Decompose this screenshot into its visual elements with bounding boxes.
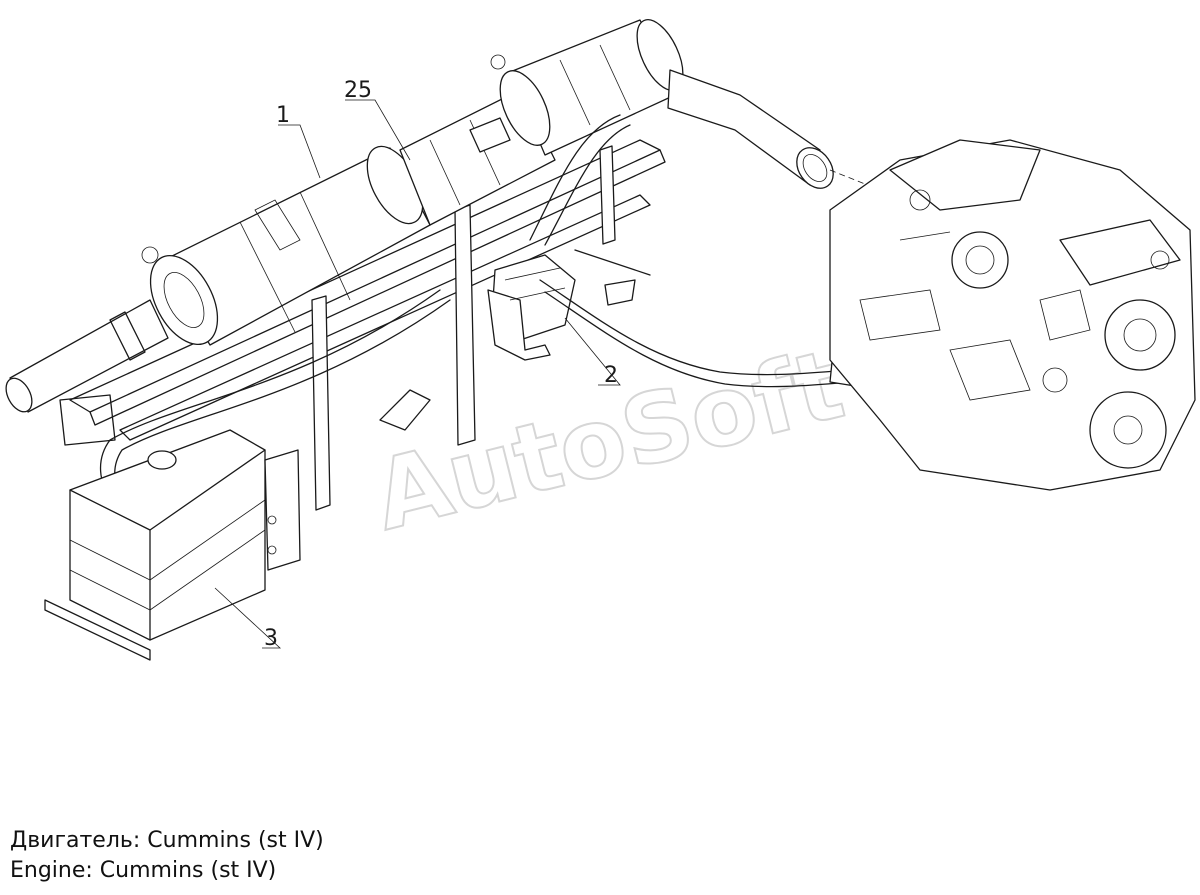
dosing-module xyxy=(487,254,636,361)
exhaust-inlet-pipe xyxy=(667,69,881,191)
callout-25: 25 xyxy=(344,78,372,103)
callout-2: 2 xyxy=(604,363,618,388)
support-frame xyxy=(59,139,666,511)
def-tank xyxy=(44,429,301,661)
cummins-engine xyxy=(829,139,1196,491)
callout-3: 3 xyxy=(264,626,278,651)
watermark: AutoSoft xyxy=(362,327,854,553)
svg-text:AutoSoft: AutoSoft xyxy=(363,328,853,552)
callout-1: 1 xyxy=(276,103,290,128)
exhaust-outlet-pipe xyxy=(5,299,169,413)
scr-catalyst xyxy=(490,19,684,156)
caption-russian: Двигатель: Cummins (st IV) xyxy=(10,828,324,853)
exhaust-aftertreatment-diagram: AutoSoft xyxy=(5,19,1196,661)
callout-leaders xyxy=(214,99,621,649)
caption-english: Engine: Cummins (st IV) xyxy=(10,858,277,883)
engine-caption: Двигатель: Cummins (st IV) Engine: Cummi… xyxy=(10,826,324,886)
